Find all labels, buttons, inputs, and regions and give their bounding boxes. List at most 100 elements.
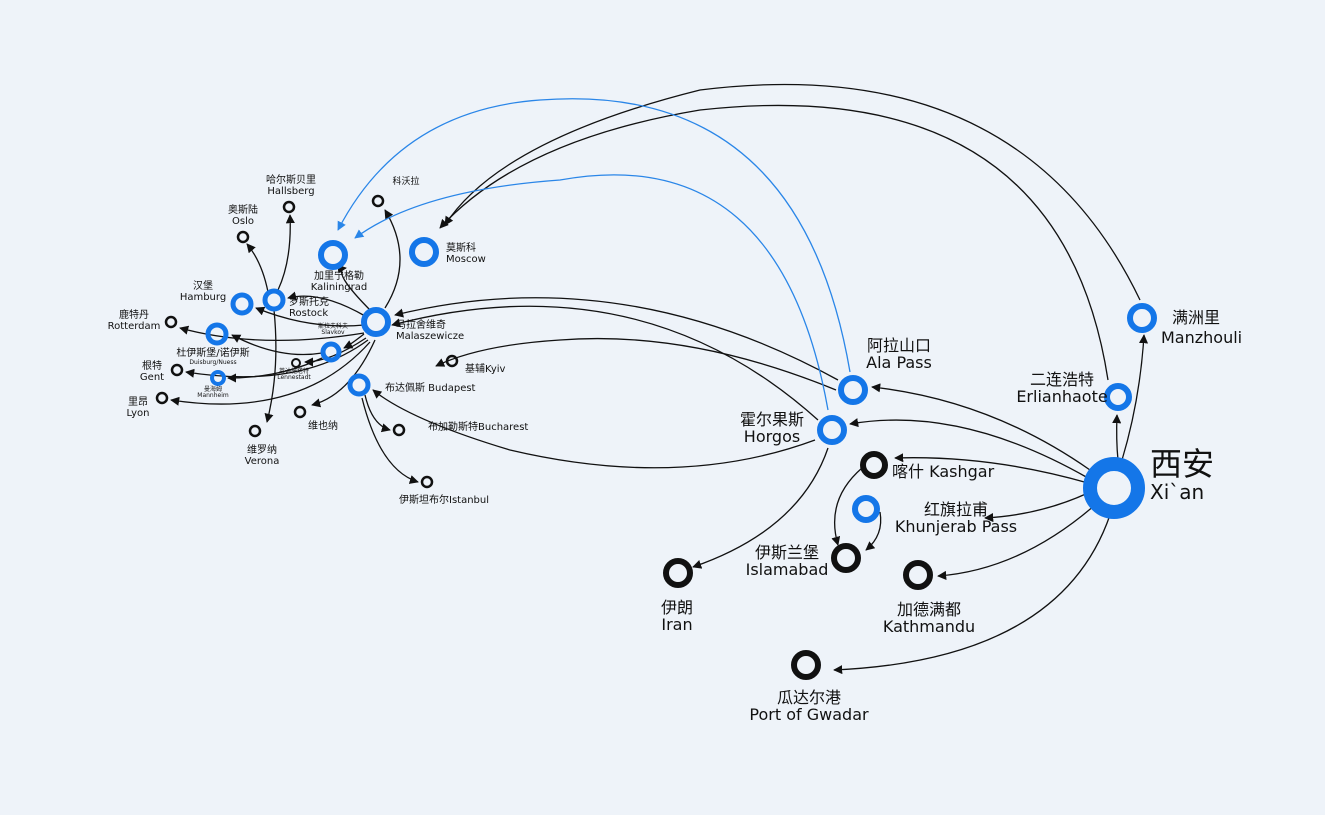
label-gent: 根特 Gent — [139, 361, 165, 383]
node-istanbul — [420, 475, 434, 489]
route-xian-khunjerab — [984, 492, 1089, 523]
route-kashgar-islamabad — [831, 467, 863, 546]
route-xian-gwadar — [833, 514, 1111, 675]
route-rostock-verona — [264, 309, 277, 423]
route-xian-alapass — [871, 383, 1091, 471]
route-mala-lyon — [170, 341, 371, 406]
label-manzhouli-en: Manzhouli — [1161, 328, 1243, 347]
node-islamabad — [831, 543, 861, 573]
label-bucharest: 布加勒斯特Bucharest — [428, 422, 529, 433]
label-erlianhaote: 二连浩特 Erlianhaote — [1016, 370, 1108, 406]
route-slavkov-duisburg — [231, 334, 323, 356]
route-khunjerab-islamabad — [865, 511, 882, 551]
label-kaliningrad: 加里宁格勒 Kaliningrad — [310, 271, 368, 293]
route-mala-lennestadt — [304, 337, 367, 367]
route-horgos-kaliningrad-blue — [354, 174, 829, 411]
node-vienna — [293, 405, 307, 419]
node-khunjerab — [852, 495, 880, 523]
node-bucharest — [392, 423, 406, 437]
node-malaszewicze — [361, 307, 391, 337]
route-horgos-malaszewicze — [391, 305, 819, 421]
node-xian — [1083, 457, 1145, 519]
node-manzhouli — [1127, 303, 1157, 333]
node-budapest — [347, 373, 371, 397]
route-xian-manzhouli — [1121, 334, 1149, 461]
label-gwadar: 瓜达尔港 Port of Gwadar — [749, 688, 869, 724]
route-horgos-iran — [692, 447, 829, 569]
node-lennestadt — [291, 358, 301, 368]
label-hallsberg: 哈尔斯贝里 Hallsberg — [266, 175, 316, 197]
label-koshowla: 科沃拉 — [392, 177, 420, 187]
label-lyon: 里昂 Lyon — [126, 397, 150, 419]
node-rostock — [262, 288, 286, 312]
route-mala-slavkov — [343, 333, 365, 349]
label-duisburg: 杜伊斯堡/诺伊斯 Duisburg/Nuess — [176, 348, 250, 366]
node-rotterdam-hub — [205, 322, 229, 346]
node-alapass — [838, 375, 868, 405]
route-mala-kaliningrad — [337, 264, 373, 313]
node-kashgar — [860, 451, 888, 479]
route-budapest-istanbul — [361, 397, 419, 484]
node-slavkov — [320, 341, 342, 363]
node-gent — [170, 363, 184, 377]
node-kathmandu — [903, 560, 933, 590]
label-kashgar: 喀什 Kashgar — [892, 462, 995, 481]
route-alapass-malaszewicze — [394, 297, 839, 381]
route-mala-rotterdam — [179, 325, 365, 342]
route-horgos-budapest — [372, 389, 816, 469]
node-rotterdam — [164, 315, 178, 329]
route-rostock-hallsberg — [277, 214, 295, 291]
node-iran — [663, 558, 693, 588]
label-kathmandu: 加德满都 Kathmandu — [882, 600, 976, 636]
node-kaliningrad — [318, 240, 348, 270]
label-xian: 西安 Xi`an — [1150, 445, 1215, 504]
label-alapass: 阿拉山口 Ala Pass — [866, 336, 932, 372]
route-alapass-kyiv — [435, 337, 837, 391]
route-xian-horgos — [849, 418, 1089, 479]
route-rostock-oslo — [246, 243, 269, 293]
label-malaszewicze: 马拉舍维奇 Malaszewicze — [396, 320, 465, 342]
node-kyiv — [445, 354, 459, 368]
label-khunjerab: 红旗拉甫 Khunjerab Pass — [894, 500, 1018, 536]
label-mannheim: 曼海姆 Mannheim — [197, 386, 229, 400]
node-mannheim — [210, 370, 226, 386]
label-manzhouli: 满洲里 — [1172, 308, 1221, 327]
node-horgos — [817, 415, 847, 445]
route-budapest-bucharest — [364, 394, 391, 433]
label-iran: 伊朗 Iran — [660, 598, 694, 634]
route-xian-kathmandu — [937, 504, 1096, 580]
label-islamabad: 伊斯兰堡 Islamabad — [745, 543, 829, 579]
label-kyiv: 基辅Kyiv — [465, 364, 506, 375]
label-hamburg: 汉堡 Hamburg — [179, 281, 227, 303]
route-manzhouli-moscow — [444, 83, 1141, 301]
node-hallsberg — [282, 200, 296, 214]
node-lyon — [155, 391, 169, 405]
label-oslo: 奥斯陆 Oslo — [228, 205, 258, 227]
route-mala-rostock — [287, 291, 366, 317]
node-erlianhaote — [1104, 383, 1132, 411]
label-rostock: 罗斯托克 Rostock — [289, 297, 329, 319]
node-verona — [248, 424, 262, 438]
node-koshowla — [371, 194, 385, 208]
node-oslo — [236, 230, 250, 244]
label-moscow: 莫斯科 Moscow — [446, 243, 486, 265]
route-mala-hamburg — [255, 306, 365, 327]
label-verona: 维罗纳 Verona — [244, 445, 280, 467]
label-slavkov: 斯拉夫科夫 Slavkov — [317, 323, 349, 337]
route-mala-koshowla — [384, 209, 401, 309]
route-mala-vienna — [311, 339, 376, 408]
node-moscow — [409, 237, 439, 267]
label-horgos: 霍尔果斯 Horgos — [739, 410, 805, 446]
route-xian-kashgar — [894, 453, 1089, 484]
label-lennestadt: 莱讷施塔特 Lennestadt — [277, 368, 311, 382]
route-alapass-kaliningrad-blue — [337, 98, 851, 373]
label-budapest: 布达佩斯 Budapest — [385, 383, 476, 394]
route-xian-erlianhaote — [1112, 414, 1122, 461]
label-vienna: 维也纳 — [308, 421, 338, 432]
node-gwadar — [791, 650, 821, 680]
route-erlianhaote-moscow — [439, 104, 1109, 381]
node-hamburg — [230, 292, 254, 316]
route-slavkov-mannheim — [227, 357, 323, 383]
label-rotterdam: 鹿特丹 Rotterdam — [107, 310, 161, 332]
